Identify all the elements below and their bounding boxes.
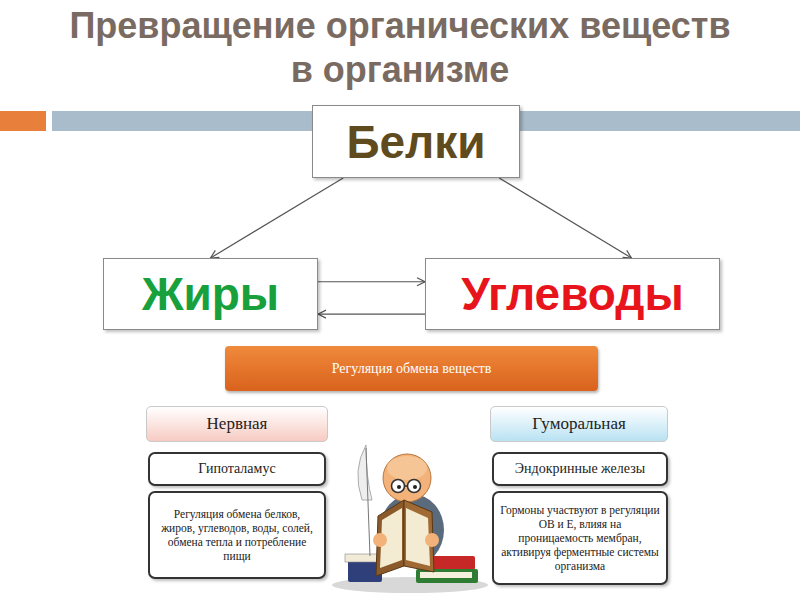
carb-box: Углеводы	[425, 258, 720, 330]
humoral-detail-box: Гормоны участвуют в регуляции ОВ и Е, вл…	[492, 491, 668, 585]
hypothalamus-box: Гипоталамус	[148, 452, 326, 486]
arrow-connector	[318, 281, 425, 282]
node-text: Регуляция обмена веществ	[332, 361, 492, 377]
node-text: Регуляция обмена белков, жиров, углеводо…	[156, 507, 318, 563]
node-text: Белки	[346, 116, 485, 168]
node-text: Нервная	[207, 414, 268, 434]
arrow-connector	[318, 314, 425, 315]
reader-illustration	[332, 445, 488, 593]
node-text: Гормоны участвуют в регуляции ОВ и Е, вл…	[500, 503, 660, 573]
regulation-band: Регуляция обмена веществ	[225, 346, 598, 391]
arrow-connector	[499, 178, 631, 258]
node-text: Жиры	[142, 268, 279, 320]
arrow-connector	[211, 178, 344, 258]
node-text: Углеводы	[461, 268, 684, 320]
humoral-header: Гуморальная	[490, 406, 668, 442]
node-text: Гуморальная	[532, 414, 626, 434]
glands-box: Эндокринные железы	[492, 452, 668, 486]
diagram-title: Превращение органических веществ в орган…	[60, 4, 740, 92]
protein-box: Белки	[312, 105, 520, 178]
accent-bar	[0, 111, 46, 131]
node-text: Эндокринные железы	[515, 462, 645, 476]
fat-box: Жиры	[103, 258, 318, 330]
nervous-detail-box: Регуляция обмена белков, жиров, углеводо…	[148, 491, 326, 579]
nervous-header: Нервная	[146, 406, 328, 442]
node-text: Гипоталамус	[198, 462, 275, 476]
